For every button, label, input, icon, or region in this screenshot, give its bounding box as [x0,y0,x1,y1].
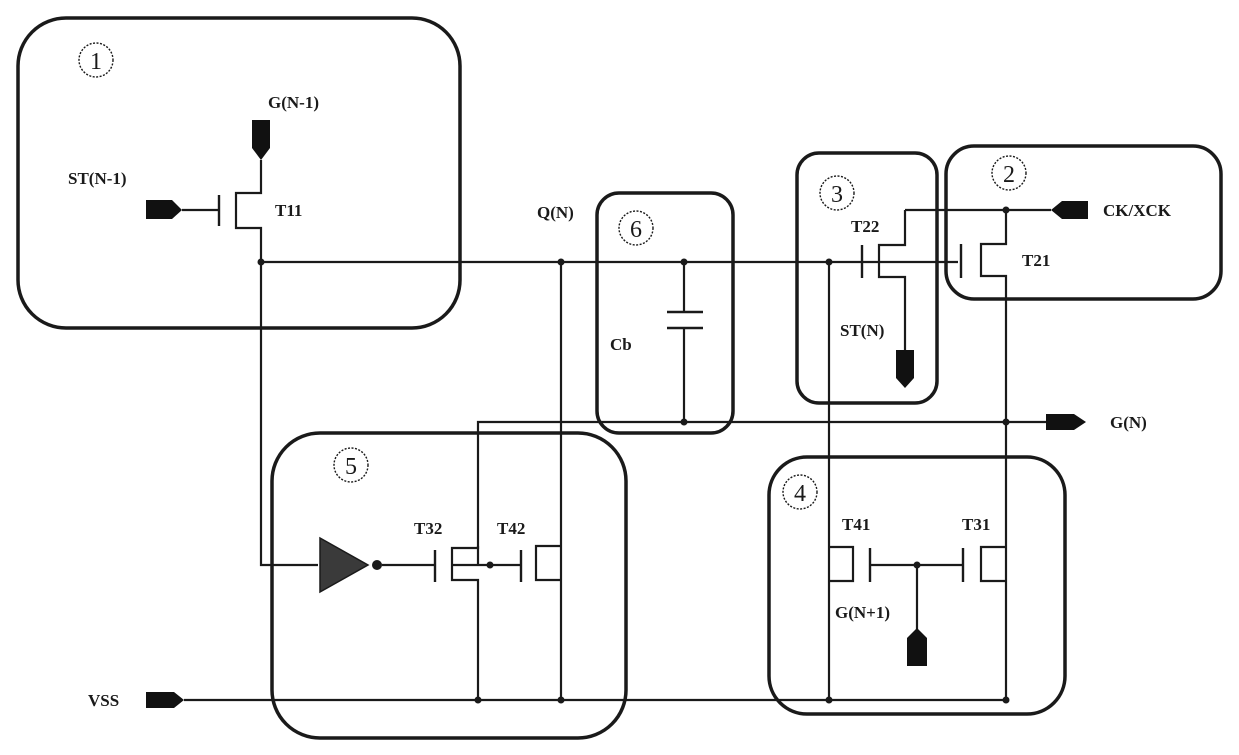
t11-channel [236,160,261,262]
t32-label: T32 [414,519,442,538]
module-4-number: 4 [783,475,817,509]
g-out-label: G(N) [1110,413,1147,432]
t41-channel [829,547,853,581]
svg-text:1: 1 [90,49,102,75]
module-6-box [597,193,733,433]
module-1-number: 1 [79,43,113,77]
svg-text:4: 4 [794,481,806,507]
module-6-number: 6 [619,211,653,245]
g-prev-label: G(N-1) [268,93,319,112]
st-prev-pin-icon [146,200,182,219]
module-5-number: 5 [334,448,368,482]
t42-channel [536,546,561,580]
st-out-label: ST(N) [840,321,884,340]
svg-text:5: 5 [345,454,357,480]
g-next-pin-icon [907,628,927,666]
t42-label: T42 [497,519,525,538]
g-out-pin-icon [1046,414,1086,430]
t32-channel [452,546,478,700]
svg-text:2: 2 [1003,162,1015,188]
ck-label: CK/XCK [1103,201,1172,220]
t22-label: T22 [851,217,879,236]
vss-pin-icon [146,692,184,708]
svg-text:3: 3 [831,182,843,208]
t41-label: T41 [842,515,870,534]
q-node-label: Q(N) [537,203,574,222]
g-next-label: G(N+1) [835,603,890,622]
module-2-number: 2 [992,156,1026,190]
inverter-icon [320,538,382,592]
t31-channel [981,547,1006,581]
svg-text:6: 6 [630,217,642,243]
t21-channel [981,210,1006,700]
t21-label: T21 [1022,251,1050,270]
g-out-wire [478,422,1046,565]
t11-label: T11 [275,201,302,220]
t31-label: T31 [962,515,990,534]
st-prev-label: ST(N-1) [68,169,127,188]
cb-label: Cb [610,335,632,354]
ck-pin-icon [1051,201,1088,219]
vss-label: VSS [88,691,119,710]
module-3-box [797,153,937,403]
module-3-number: 3 [820,176,854,210]
st-out-pin-icon [896,350,914,388]
g-prev-pin-icon [252,120,270,160]
